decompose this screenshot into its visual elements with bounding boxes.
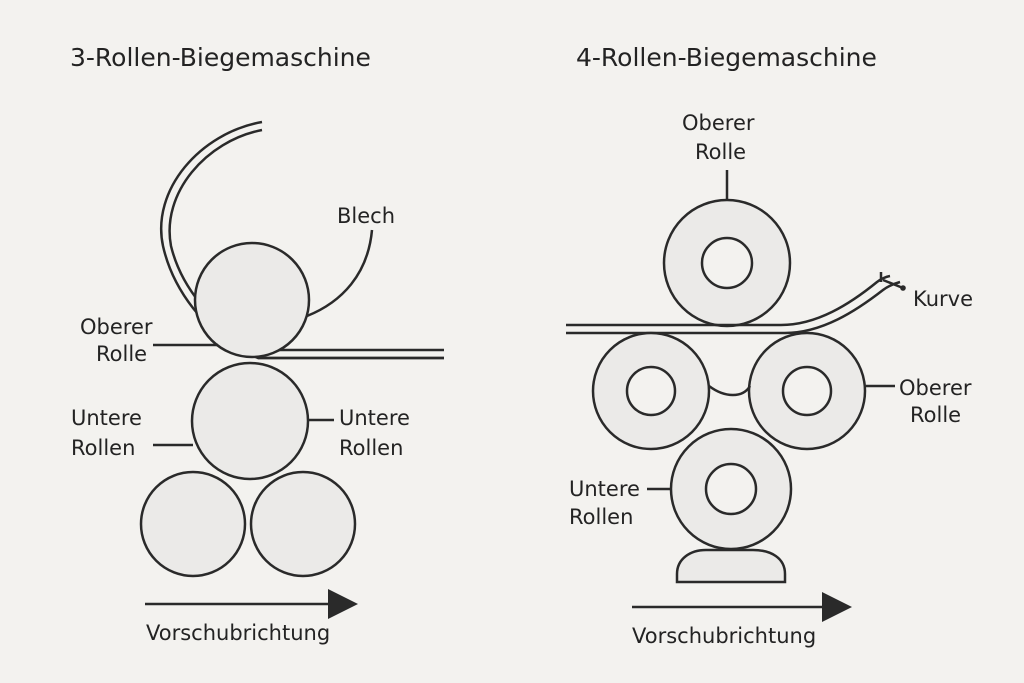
sheet-label: Blech <box>337 204 395 228</box>
right-side-roll-center <box>781 365 833 417</box>
top-roll-label-line1: Oberer <box>682 111 755 135</box>
curve-label: Kurve <box>913 287 973 311</box>
middle-roll-3roll <box>190 361 310 481</box>
bottom-roll-4roll-center <box>704 462 758 516</box>
lower-rolls-label-line1: Untere <box>569 477 640 501</box>
top-roll-4roll-center <box>700 236 754 290</box>
right-roll-label-line1: Oberer <box>899 376 972 400</box>
left-title: 3-Rollen-Biegemaschine <box>70 43 371 72</box>
curve-leader-dot <box>900 285 906 291</box>
upper-roll-3roll <box>193 241 311 359</box>
curve-leader-line <box>882 278 904 290</box>
lower-rolls-right-label-line1: Untere <box>339 406 410 430</box>
lower-rolls-left-label-line2: Rollen <box>71 436 135 460</box>
feed-direction-label-right: Vorschubrichtung <box>632 624 816 648</box>
middle-connector-curve <box>708 384 752 397</box>
left-side-roll-center <box>625 365 677 417</box>
right-roll-label-line2: Rolle <box>910 403 961 427</box>
four-roll-machine: Oberer Rolle Kurve Oberer Rolle Untere R… <box>566 111 973 648</box>
sheet-leader-line <box>306 229 374 318</box>
lower-rolls-label-line2: Rollen <box>569 505 633 529</box>
lower-rolls-right-label-line2: Rollen <box>339 436 403 460</box>
upper-roll-label-line1: Oberer <box>80 315 153 339</box>
feed-direction-label-left: Vorschubrichtung <box>146 621 330 645</box>
bottom-roll-left <box>139 470 247 578</box>
bottom-roll-right <box>249 470 357 578</box>
support-base <box>675 548 787 584</box>
right-title: 4-Rollen-Biegemaschine <box>576 43 877 72</box>
top-roll-label-line2: Rolle <box>695 140 746 164</box>
lower-rolls-left-label-line1: Untere <box>71 406 142 430</box>
three-roll-machine: Blech Oberer Rolle Untere Rollen Untere … <box>71 120 444 645</box>
sheet-upper-edge-4roll <box>566 274 891 327</box>
upper-roll-label-line2: Rolle <box>96 342 147 366</box>
